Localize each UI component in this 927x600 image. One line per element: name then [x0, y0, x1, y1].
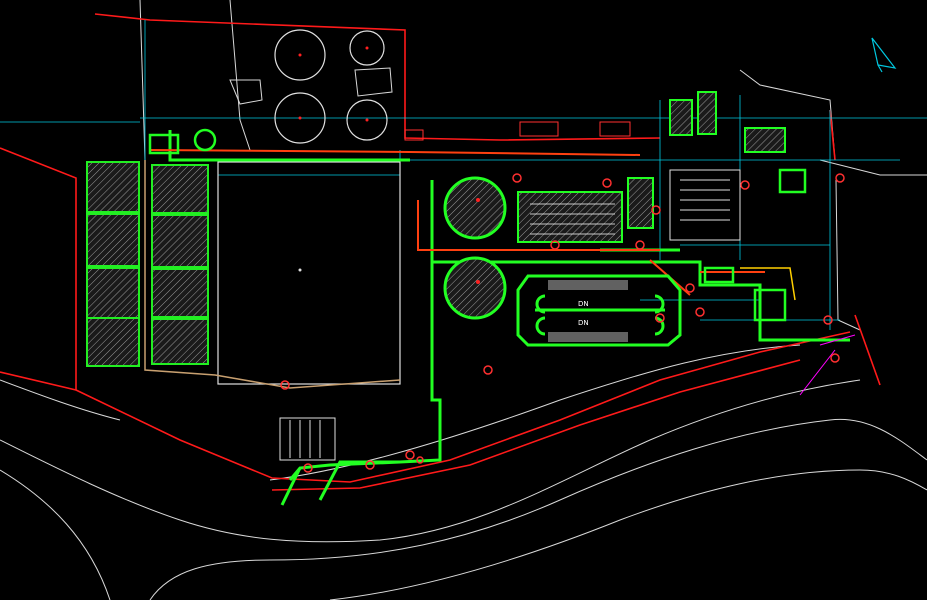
point-markers	[280, 173, 845, 473]
tank-label: DN	[578, 319, 589, 327]
lagoon	[217, 161, 401, 385]
process-pipelines	[168, 130, 850, 506]
pipe-red-lines	[149, 149, 765, 296]
buildings-right	[627, 91, 786, 229]
storage-tanks	[274, 29, 388, 144]
sludge-basin	[517, 191, 623, 243]
aeration-tanks	[516, 274, 682, 347]
drying-beds	[86, 161, 209, 367]
north-arrow-icon	[871, 37, 897, 73]
pump-station	[148, 128, 807, 322]
buildings-top	[404, 121, 631, 141]
property-boundary	[0, 13, 881, 491]
building-right-white	[279, 169, 741, 461]
tank-label: DN	[578, 300, 589, 308]
clarifiers	[443, 176, 507, 320]
